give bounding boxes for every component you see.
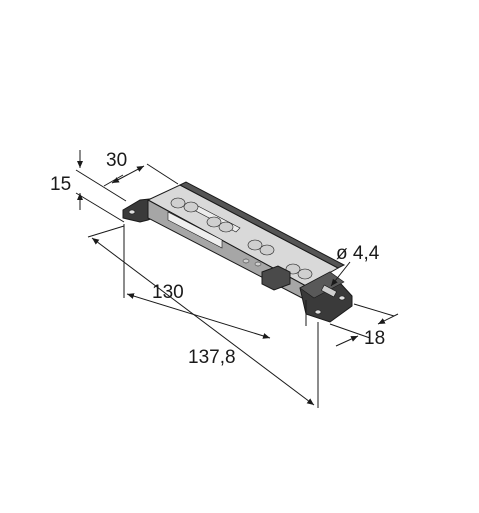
led-small [242,258,250,264]
led [218,221,234,233]
mounting-pin [321,284,337,298]
dimension-total-length: 137,8 [87,225,319,408]
dimension-depth-label: 18 [364,328,385,349]
dimension-depth: 18 [329,303,399,349]
dimension-height-label: 15 [50,174,71,195]
led [170,197,186,209]
led [297,268,313,280]
mounting-hole [314,309,322,315]
dimension-total-length-label: 137,8 [188,347,236,368]
mounting-hole [338,295,346,301]
dimension-width: 30 [103,150,179,187]
led [206,216,222,228]
dimension-height: 15 [50,150,127,223]
dimension-hole-diameter-label: ø 4,4 [336,243,380,264]
dimension-hole-diameter: ø 4,4 [330,243,380,287]
led [259,244,275,256]
led-small [254,261,262,267]
mounting-hole [128,209,136,215]
led [247,239,263,251]
led [183,201,199,213]
dimension-width-label: 30 [106,150,127,171]
dimension-body-length-label: 130 [152,282,184,303]
